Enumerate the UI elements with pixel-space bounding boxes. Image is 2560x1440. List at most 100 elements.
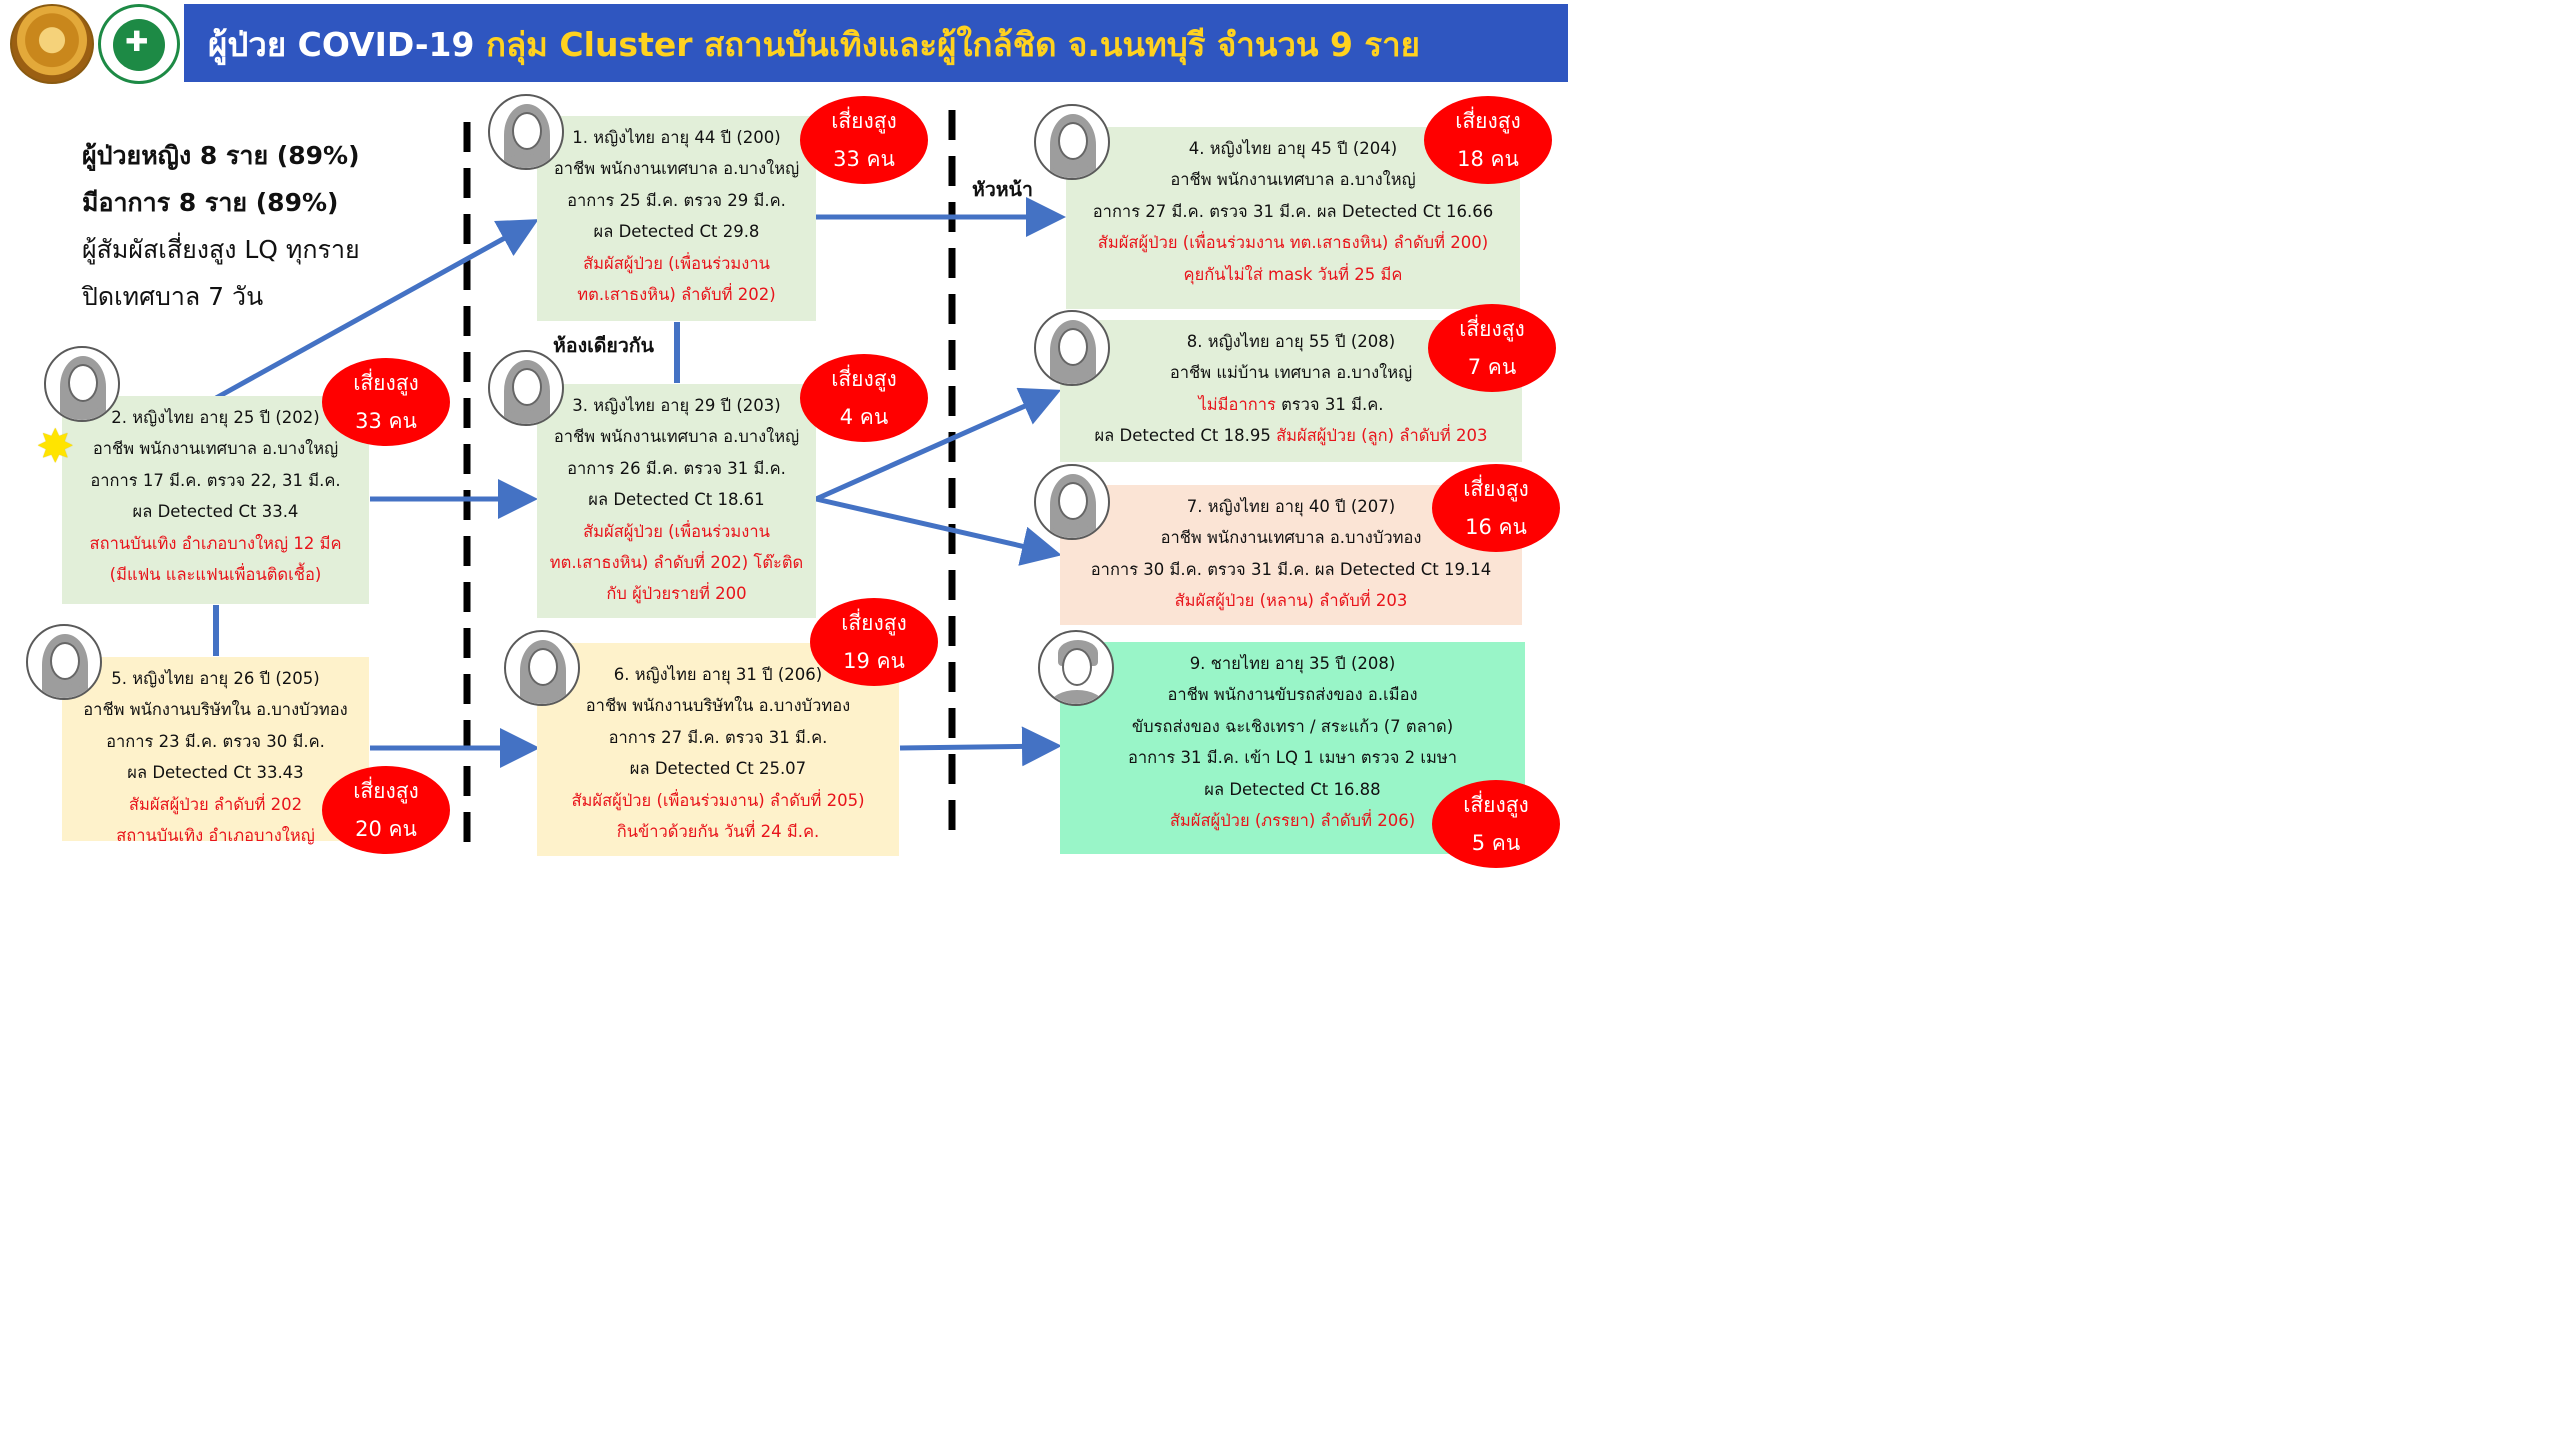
case-9-contact: สัมผัสผู้ป่วย (ภรรยา) ลำดับที่ 206)	[1169, 811, 1416, 831]
case-3-occupation: อาชีพ พนักงานเทศบาล อ.บางใหญ่	[553, 427, 800, 447]
case-4-occupation: อาชีพ พนักงานเทศบาล อ.บางใหญ่	[1170, 170, 1416, 190]
case-4-risk-badge: เสี่ยงสูง 18 คน	[1424, 96, 1552, 184]
case-3-badge-label: เสี่ยงสูง	[831, 367, 897, 391]
index-case-star-icon: ✸	[36, 419, 75, 473]
header: ผู้ป่วย COVID-19 กลุ่ม Cluster สถานบันเท…	[0, 0, 1568, 86]
page-title: ผู้ป่วย COVID-19 กลุ่ม Cluster สถานบันเท…	[208, 18, 1420, 71]
case-4-badge-label: เสี่ยงสูง	[1455, 109, 1521, 133]
case-4-contact: สัมผัสผู้ป่วย (เพื่อนร่วมงาน ทต.เสาธงหิน…	[1097, 233, 1489, 253]
case-7-badge-label: เสี่ยงสูง	[1463, 477, 1529, 501]
case-5-badge-count: 20 คน	[355, 817, 417, 841]
case-8-avatar-icon	[1034, 310, 1110, 386]
case-2-occupation: อาชีพ พนักงานเทศบาล อ.บางใหญ่	[92, 439, 339, 459]
case-3-card: 3. หญิงไทย อายุ 29 ปี (203) อาชีพ พนักงา…	[537, 384, 816, 618]
supervisor-label: หัวหน้า	[972, 178, 1033, 201]
case-4-title: 4. หญิงไทย อายุ 45 ปี (204)	[1188, 139, 1398, 158]
case-6-risk-badge: เสี่ยงสูง 19 คน	[810, 598, 938, 686]
case-9-badge-label: เสี่ยงสูง	[1463, 793, 1529, 817]
case-8-result-value: ผล Detected Ct 18.95	[1094, 426, 1277, 446]
same-room-label: ห้องเดียวกัน	[553, 334, 654, 357]
case-4-card: 4. หญิงไทย อายุ 45 ปี (204) อาชีพ พนักงา…	[1066, 127, 1520, 309]
case-8-contact: สัมผัสผู้ป่วย (ลูก) ลำดับที่ 203	[1276, 426, 1488, 446]
arrow-3-to-8	[814, 387, 1062, 502]
case-3-badge-count: 4 คน	[839, 405, 889, 429]
case-2-card: 2. หญิงไทย อายุ 25 ปี (202) อาชีพ พนักงา…	[62, 396, 369, 604]
case-2-avatar-icon	[44, 346, 120, 422]
case-6-dates: อาการ 27 มี.ค. ตรวจ 31 มี.ค.	[608, 727, 828, 747]
case-2-exposure: สถานบันเทิง อำเภอบางใหญ่ 12 มีค	[89, 533, 342, 553]
case-9-route: ขับรถส่งของ ฉะเชิงเทรา / สระแก้ว (7 ตลาด…	[1131, 716, 1454, 736]
case-8-risk-badge: เสี่ยงสูง 7 คน	[1428, 304, 1556, 392]
summary-panel: ผู้ป่วยหญิง 8 ราย (89%) มีอาการ 8 ราย (8…	[82, 132, 360, 320]
case-5-exposure: สถานบันเทิง อำเภอบางใหญ่	[116, 826, 315, 846]
provincial-seal-logo	[10, 4, 94, 84]
case-4-avatar-icon	[1034, 104, 1110, 180]
case-6-badge-label: เสี่ยงสูง	[841, 611, 907, 635]
title-part-covid: ผู้ป่วย COVID-19	[208, 25, 486, 64]
arrow-3-to-7	[815, 496, 1062, 566]
case-9-title: 9. ชายไทย อายุ 35 ปี (208)	[1189, 654, 1396, 673]
case-5-dates: อาการ 23 มี.ค. ตรวจ 30 มี.ค.	[106, 731, 325, 751]
summary-lq-note: ผู้สัมผัสเสี่ยงสูง LQ ทุกราย	[82, 235, 360, 264]
case-9-avatar-icon	[1038, 630, 1114, 706]
case-9-dates: อาการ 31 มี.ค. เข้า LQ 1 เมษา ตรวจ 2 เมษ…	[1127, 748, 1458, 768]
case-1-dates: อาการ 25 มี.ค. ตรวจ 29 มี.ค.	[567, 190, 786, 210]
case-3-dates: อาการ 26 มี.ค. ตรวจ 31 มี.ค.	[567, 458, 786, 478]
case-7-occupation: อาชีพ พนักงานเทศบาล อ.บางบัวทอง	[1160, 528, 1422, 548]
summary-closure-note: ปิดเทศบาล 7 วัน	[82, 282, 264, 311]
case-3-contact-2: ทต.เสาธงหิน) ลำดับที่ 202) โต๊ะติด	[549, 553, 804, 573]
arrow-6-to-9	[899, 726, 1062, 767]
case-6-avatar-icon	[504, 630, 580, 706]
ministry-of-public-health-logo	[98, 4, 180, 84]
connector-layer	[213, 110, 1066, 856]
case-9-result: ผล Detected Ct 16.88	[1204, 779, 1381, 799]
case-7-avatar-icon	[1034, 464, 1110, 540]
case-6-occupation: อาชีพ พนักงานบริษัทใน อ.บางบัวทอง	[585, 696, 851, 716]
case-2-badge-count: 33 คน	[355, 409, 417, 433]
case-1-occupation: อาชีพ พนักงานเทศบาล อ.บางใหญ่	[553, 159, 800, 179]
case-5-risk-badge: เสี่ยงสูง 20 คน	[322, 766, 450, 854]
summary-symptomatic-count: มีอาการ 8 ราย (89%)	[82, 188, 339, 217]
case-1-risk-badge: เสี่ยงสูง 33 คน	[800, 96, 928, 184]
case-7-dates-result: อาการ 30 มี.ค. ตรวจ 31 มี.ค. ผล Detected…	[1090, 559, 1492, 579]
case-8-occupation: อาชีพ แม่บ้าน เทศบาล อ.บางใหญ่	[1169, 363, 1413, 383]
case-5-avatar-icon	[26, 624, 102, 700]
case-5-card: 5. หญิงไทย อายุ 26 ปี (205) อาชีพ พนักงา…	[62, 657, 369, 845]
case-8-badge-count: 7 คน	[1467, 355, 1517, 379]
case-1-avatar-icon	[488, 94, 564, 170]
case-7-badge-count: 16 คน	[1465, 515, 1527, 539]
case-8-result: ผล Detected Ct 18.95 สัมผัสผู้ป่วย (ลูก)…	[1060, 420, 1522, 451]
case-4-badge-count: 18 คน	[1457, 147, 1519, 171]
case-8-badge-label: เสี่ยงสูง	[1459, 317, 1525, 341]
case-8-test-date: ตรวจ 31 มี.ค.	[1275, 394, 1384, 414]
case-3-title: 3. หญิงไทย อายุ 29 ปี (203)	[572, 396, 781, 415]
case-8-title: 8. หญิงไทย อายุ 55 ปี (208)	[1186, 332, 1396, 351]
case-8-dates: ไม่มีอาการ ตรวจ 31 มี.ค.	[1060, 389, 1522, 420]
title-part-cluster: กลุ่ม Cluster สถานบันเทิงและผู้ใกล้ชิด จ…	[485, 25, 1420, 64]
case-2-badge-label: เสี่ยงสูง	[353, 371, 419, 395]
case-5-result: ผล Detected Ct 33.43	[127, 763, 304, 783]
case-2-risk-badge: เสี่ยงสูง 33 คน	[322, 358, 450, 446]
case-5-badge-label: เสี่ยงสูง	[353, 779, 419, 803]
case-9-badge-count: 5 คน	[1471, 831, 1521, 855]
case-2-dates: อาการ 17 มี.ค. ตรวจ 22, 31 มี.ค.	[90, 470, 341, 490]
case-5-title: 5. หญิงไทย อายุ 26 ปี (205)	[111, 669, 320, 688]
case-3-contact-3: กับ ผู้ป่วยรายที่ 200	[606, 584, 747, 604]
case-3-avatar-icon	[488, 350, 564, 426]
case-5-contact: สัมผัสผู้ป่วย ลำดับที่ 202	[128, 794, 303, 814]
case-9-risk-badge: เสี่ยงสูง 5 คน	[1432, 780, 1560, 868]
case-8-no-symptoms: ไม่มีอาการ	[1198, 394, 1276, 414]
case-3-result: ผล Detected Ct 18.61	[588, 490, 765, 510]
case-2-result: ผล Detected Ct 33.4	[132, 502, 299, 522]
case-1-title: 1. หญิงไทย อายุ 44 ปี (200)	[572, 128, 781, 147]
case-3-risk-badge: เสี่ยงสูง 4 คน	[800, 354, 928, 442]
case-1-contact-2: ทต.เสาธงหิน) ลำดับที่ 202)	[577, 285, 776, 305]
case-1-badge-count: 33 คน	[833, 147, 895, 171]
case-9-occupation: อาชีพ พนักงานขับรถส่งของ อ.เมือง	[1167, 685, 1418, 705]
case-6-badge-count: 19 คน	[843, 649, 905, 673]
case-4-dates-result: อาการ 27 มี.ค. ตรวจ 31 มี.ค. ผล Detected…	[1092, 201, 1494, 221]
arrow-2-to-1	[214, 219, 539, 401]
case-4-contact-2: คุยกันไม่ใส่ mask วันที่ 25 มีค	[1183, 264, 1403, 284]
case-1-result: ผล Detected Ct 29.8	[593, 222, 760, 242]
case-7-title: 7. หญิงไทย อายุ 40 ปี (207)	[1186, 497, 1396, 516]
